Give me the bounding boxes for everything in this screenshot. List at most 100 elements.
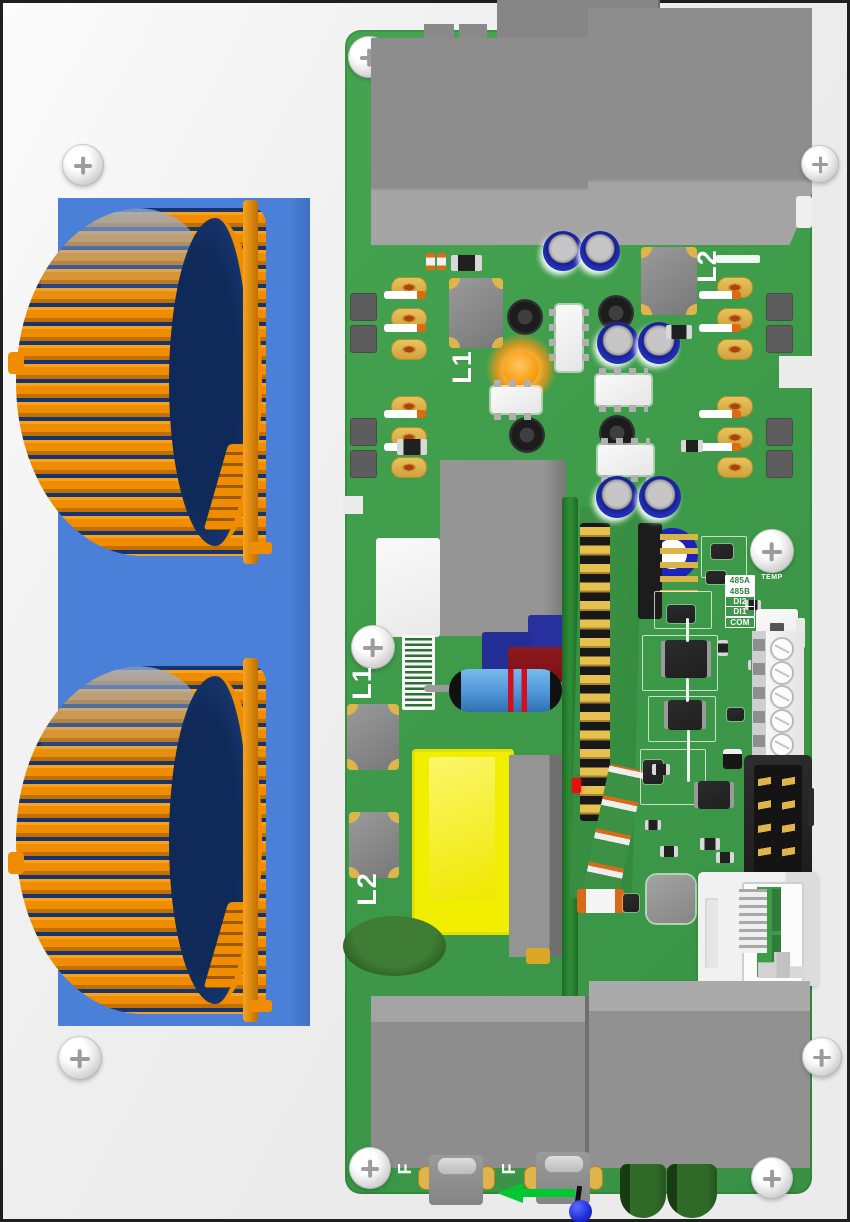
silkscreen-trace — [687, 730, 690, 782]
soic8-ic — [668, 700, 702, 730]
silkscreen-label-485a: 485A — [725, 575, 755, 586]
toroid-lead — [8, 352, 24, 374]
transformer-tab — [424, 24, 454, 39]
smd-pad — [350, 325, 377, 353]
toroid-clamp-bar — [243, 658, 272, 1022]
silkscreen-label-l1-top: L1 — [446, 350, 477, 384]
silkscreen-outline — [648, 696, 716, 742]
smd-pad — [350, 450, 377, 478]
idc-pin-column — [758, 770, 771, 870]
power-inductor-l2 — [641, 247, 697, 315]
barcode-label — [402, 635, 435, 710]
wire-loop — [620, 1164, 666, 1218]
terminal-screw — [770, 637, 794, 661]
plated-hole — [391, 457, 427, 478]
smd-resistor — [718, 640, 728, 656]
smd-chip — [681, 440, 703, 452]
varistor-cylinder — [343, 916, 446, 976]
toroid-clamp-bar — [243, 200, 272, 564]
silkscreen-outline — [642, 635, 718, 691]
pcb-screw-bottom-right — [751, 1157, 793, 1199]
pcb-screw-bottom-left — [349, 1147, 391, 1189]
terminal-clamp — [753, 687, 765, 699]
smd-resistor — [426, 253, 435, 270]
silkscreen-outline — [654, 591, 712, 629]
case-screw-bottom-right — [802, 1037, 842, 1077]
polarity-arrow — [497, 1183, 577, 1203]
main-ic — [665, 640, 707, 678]
fuse-clip — [437, 1157, 477, 1175]
case-screw-bottom-left — [58, 1036, 102, 1080]
ferrite-bead — [577, 889, 624, 913]
plated-hole — [391, 339, 427, 360]
smd-resistor — [437, 253, 446, 270]
electrolytic-cap — [543, 231, 583, 271]
silkscreen-dash — [716, 255, 760, 263]
sot23-ic — [706, 571, 726, 584]
rj45-emboss — [705, 898, 718, 968]
terminal-clamp — [753, 639, 765, 651]
smd-chip — [397, 439, 427, 455]
plated-hole — [717, 457, 753, 478]
smd-chip — [666, 325, 692, 339]
choke-inductor — [347, 704, 399, 770]
terminal-screw — [770, 709, 794, 733]
transformer-top-right — [588, 8, 812, 245]
resistor-lead — [424, 685, 458, 692]
yellow-transformer-core — [429, 757, 495, 901]
temp-connector-slot — [770, 623, 784, 633]
transformer-tab — [459, 24, 487, 39]
led-package — [491, 380, 541, 420]
electrolytic-cap — [639, 476, 681, 518]
optocoupler — [598, 438, 653, 482]
smd-resistor — [700, 838, 720, 850]
smd-pad — [350, 293, 377, 321]
idc-pin-column — [782, 770, 795, 870]
terminal-screw — [770, 685, 794, 709]
terminal-clamp — [753, 711, 765, 723]
heatsink-block — [440, 460, 566, 636]
silkscreen-label-fuse-right: F — [498, 1163, 519, 1175]
fuse-clip — [544, 1155, 584, 1173]
silkscreen-fuse-mark — [384, 410, 426, 418]
silkscreen-fuse-mark — [699, 324, 741, 332]
white-module — [376, 538, 440, 637]
soic8-ic — [698, 781, 730, 809]
trimmer-block — [647, 875, 695, 923]
silkscreen-label-temp: TEMP — [761, 574, 783, 581]
smd-pad — [350, 418, 377, 446]
electrolytic-cap — [597, 322, 639, 364]
smd-pad — [766, 325, 793, 353]
terminal-clamp — [753, 735, 765, 747]
sot23-ic — [711, 544, 733, 559]
rj45-divider — [772, 935, 781, 961]
through-hole-cap — [509, 417, 545, 453]
idc-notch — [808, 788, 814, 826]
pcb-edge-notch — [779, 356, 813, 388]
silkscreen-label-fuse-left: F — [394, 1163, 415, 1175]
power-inductor-l1 — [449, 278, 503, 348]
optocoupler — [596, 368, 651, 412]
smd-pad — [766, 418, 793, 446]
choke-inductor — [349, 812, 399, 878]
solder-pad — [588, 1166, 603, 1190]
toroidal-inductor-1 — [16, 208, 266, 556]
pcb-edge-notch — [343, 496, 363, 514]
silkscreen-trace — [686, 678, 689, 702]
silkscreen-trace — [686, 618, 689, 642]
smd-capacitor — [723, 749, 742, 769]
smd-resistor — [660, 846, 678, 857]
toroid-lead — [8, 852, 24, 874]
smd-resistor — [716, 852, 734, 863]
silkscreen-label-di1: DI1 — [725, 606, 755, 617]
heatsink-tall — [509, 755, 567, 957]
rj45-divider — [772, 889, 781, 931]
arrow-tail — [521, 1189, 575, 1197]
solder-tab — [526, 948, 550, 964]
electrolytic-cap — [596, 476, 638, 518]
rj45-contacts — [739, 889, 767, 953]
silkscreen-fuse-mark — [384, 324, 426, 332]
terminal-clamp — [753, 663, 765, 675]
pin-header-strip — [580, 523, 610, 821]
sot-transistor — [623, 894, 639, 912]
